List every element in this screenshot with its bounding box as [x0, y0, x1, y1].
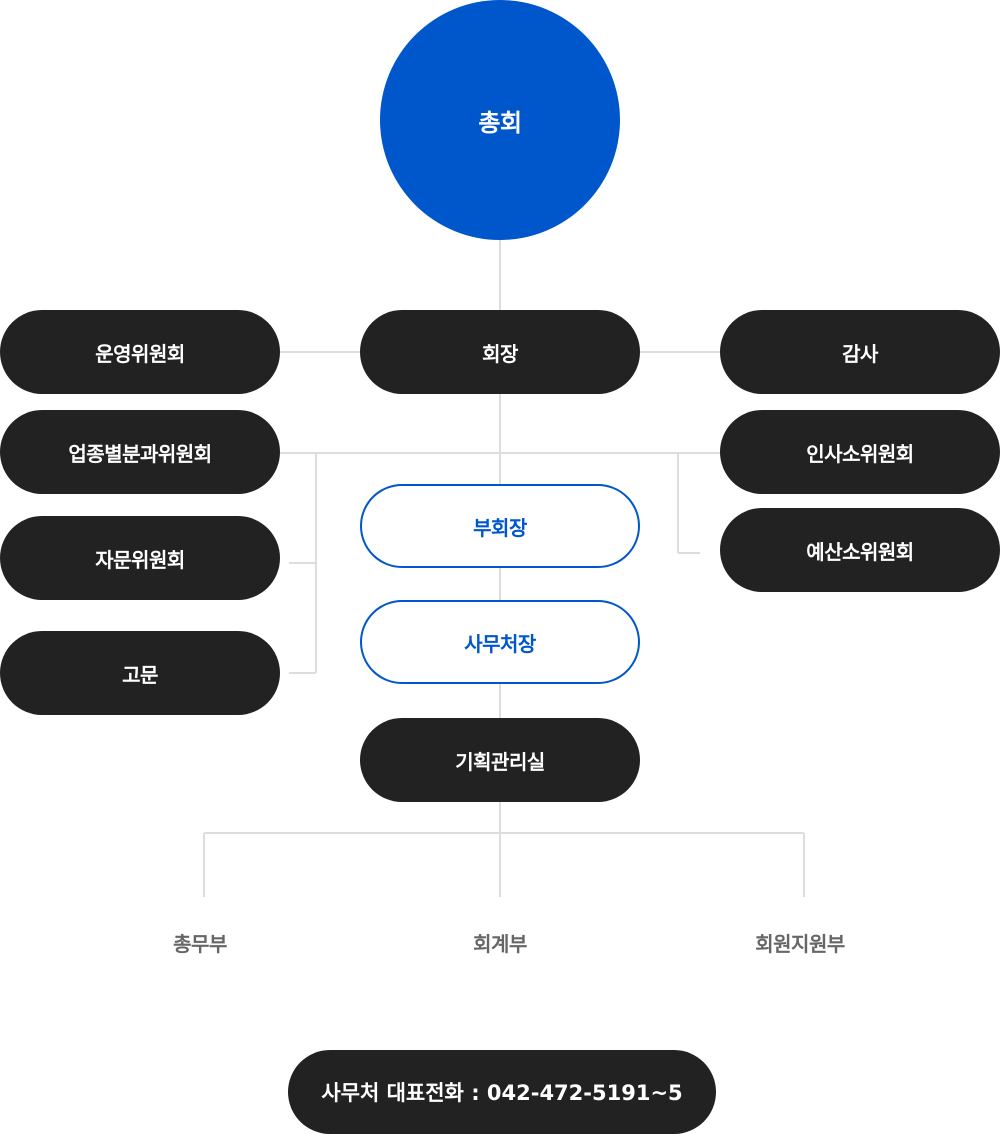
dept-member-support: 회원지원부	[755, 932, 845, 956]
personnel-subcommittee-label: 인사소위원회	[806, 441, 914, 466]
advisory-committee-label: 자문위원회	[95, 547, 185, 572]
secretary-general-label: 사무처장	[464, 631, 536, 656]
chairman-node: 회장	[360, 310, 640, 394]
vice-chairman-label: 부회장	[473, 515, 527, 540]
advisor-label: 고문	[122, 662, 158, 687]
industry-committee-label: 업종별분과위원회	[68, 441, 212, 466]
dept-accounting: 회계부	[473, 932, 527, 956]
chairman-label: 회장	[482, 341, 518, 366]
secretary-general-node: 사무처장	[360, 600, 640, 684]
budget-subcommittee-node: 예산소위원회	[720, 508, 1000, 592]
audit-label: 감사	[842, 341, 878, 366]
operations-committee-label: 운영위원회	[95, 341, 185, 366]
planning-office-label: 기획관리실	[455, 749, 545, 774]
vice-chairman-node: 부회장	[360, 484, 640, 568]
personnel-subcommittee-node: 인사소위원회	[720, 410, 1000, 494]
advisor-node: 고문	[0, 631, 280, 715]
advisory-committee-node: 자문위원회	[0, 516, 280, 600]
contact-phone-badge: 사무처 대표전화 : 042-472-5191~5	[288, 1050, 716, 1134]
general-assembly-node: 총회	[380, 0, 620, 240]
general-assembly-label: 총회	[478, 108, 522, 137]
dept-general-affairs: 총무부	[173, 932, 227, 956]
operations-committee-node: 운영위원회	[0, 310, 280, 394]
industry-committee-node: 업종별분과위원회	[0, 410, 280, 494]
budget-subcommittee-label: 예산소위원회	[806, 539, 914, 564]
audit-node: 감사	[720, 310, 1000, 394]
planning-office-node: 기획관리실	[360, 718, 640, 802]
contact-phone-text: 사무처 대표전화 : 042-472-5191~5	[321, 1081, 683, 1105]
